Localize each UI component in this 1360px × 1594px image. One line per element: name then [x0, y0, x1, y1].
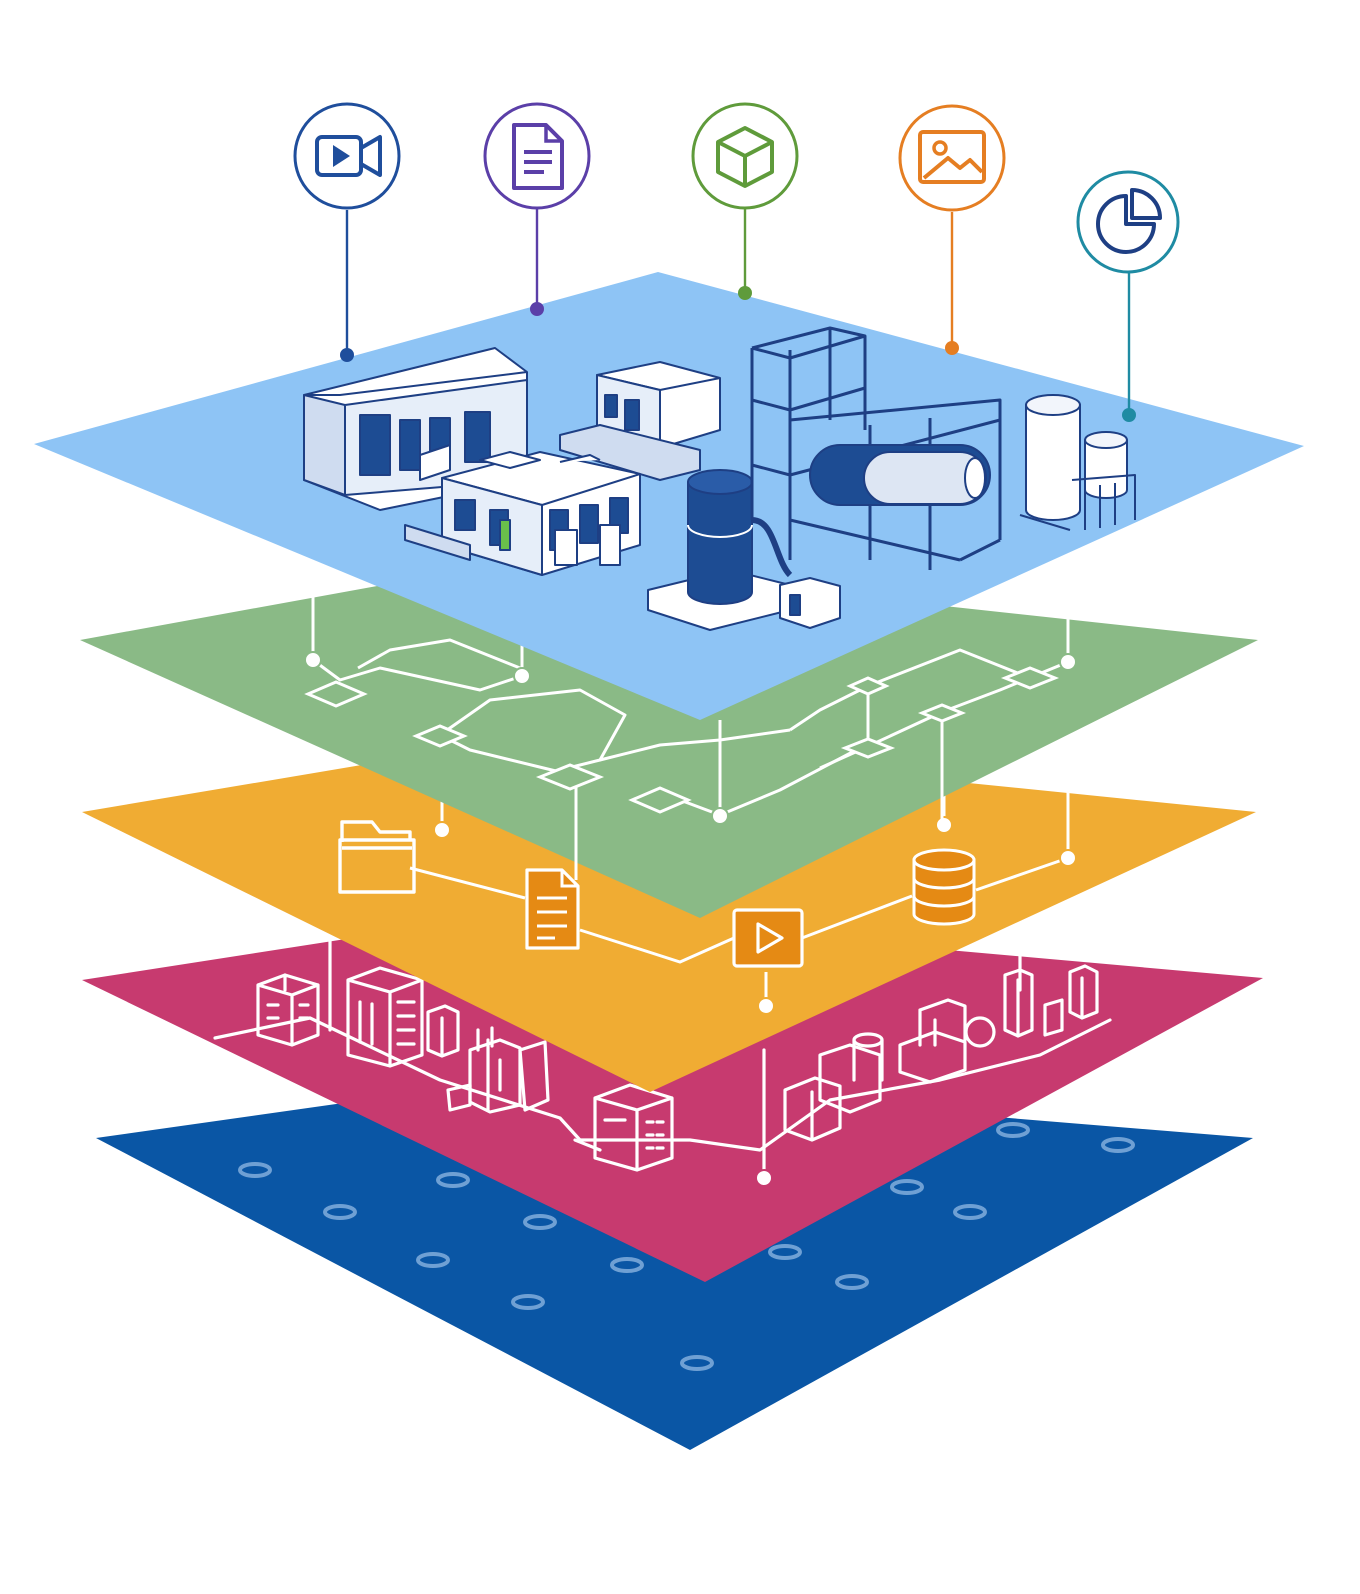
network-plane [80, 560, 1258, 918]
sensor-dot [523, 1214, 557, 1230]
database-icon [912, 848, 976, 926]
building-center-cube [573, 1083, 674, 1172]
folder-icon [338, 820, 416, 894]
network-switch-node [846, 676, 890, 696]
network-node [711, 807, 729, 825]
cube-3d-model-icon[interactable] [691, 102, 799, 210]
pie-chart-icon[interactable] [1076, 170, 1180, 274]
building-outlines [213, 923, 1112, 1178]
callout-anchor [530, 302, 544, 316]
network-switch-node [1000, 666, 1060, 690]
sensor-dots [238, 1122, 1135, 1371]
sensor-dot [996, 1122, 1030, 1138]
network-switch-node [535, 763, 605, 791]
image-icon[interactable] [898, 104, 1006, 212]
top-icons [293, 102, 1180, 274]
facility-layer [34, 190, 1304, 720]
storage-silos [1019, 394, 1136, 531]
network-switch-node [628, 786, 692, 814]
network-node [513, 667, 531, 685]
video-camera-icon[interactable] [293, 102, 401, 210]
document-icon[interactable] [483, 102, 591, 210]
storage-tank-dark [647, 469, 841, 631]
data-document-icon [525, 868, 580, 950]
building-cluster-left [256, 966, 550, 1114]
sensor-dot [835, 1274, 869, 1290]
sensor-dot [416, 1252, 450, 1268]
data-node [1059, 849, 1077, 867]
building-layer [82, 912, 1263, 1282]
building-cluster-right [783, 964, 1099, 1142]
building-connector-line [213, 1016, 1112, 1152]
network-switch-node [412, 724, 468, 748]
callout-lines [345, 190, 1131, 415]
sensor-dot [323, 1204, 357, 1220]
network-node [304, 651, 322, 669]
network-nodes [304, 651, 1077, 825]
network-switch-node [304, 680, 368, 708]
network-switch-node [840, 737, 896, 759]
callout-anchors [340, 286, 1136, 422]
pressure-vessel [809, 444, 991, 506]
sensor-dot [1101, 1137, 1135, 1153]
building-nodes [755, 1169, 773, 1187]
network-layer [80, 560, 1258, 918]
data-nodes [433, 816, 1077, 1015]
data-node [757, 997, 775, 1015]
lab-building [404, 451, 641, 576]
network-diamonds [304, 666, 1060, 814]
building-node [755, 1169, 773, 1187]
sensor-dot [436, 1172, 470, 1188]
sensor-dot [610, 1257, 644, 1273]
callout-anchor [1122, 408, 1136, 422]
sensor-dot [680, 1355, 714, 1371]
sensor-dot [890, 1179, 924, 1195]
callout-anchor [738, 286, 752, 300]
sensor-dot [953, 1204, 987, 1220]
sensor-dot [511, 1294, 545, 1310]
sensor-dot [238, 1162, 272, 1178]
data-node [433, 821, 451, 839]
callout-anchor [340, 348, 354, 362]
network-switch-node [917, 703, 967, 723]
office-building [559, 361, 721, 481]
callout-anchor [945, 341, 959, 355]
facility-structures [303, 326, 1136, 631]
network-node [1059, 653, 1077, 671]
video-play-icon [732, 908, 804, 968]
sensor-dot [768, 1244, 802, 1260]
data-node [935, 816, 953, 834]
